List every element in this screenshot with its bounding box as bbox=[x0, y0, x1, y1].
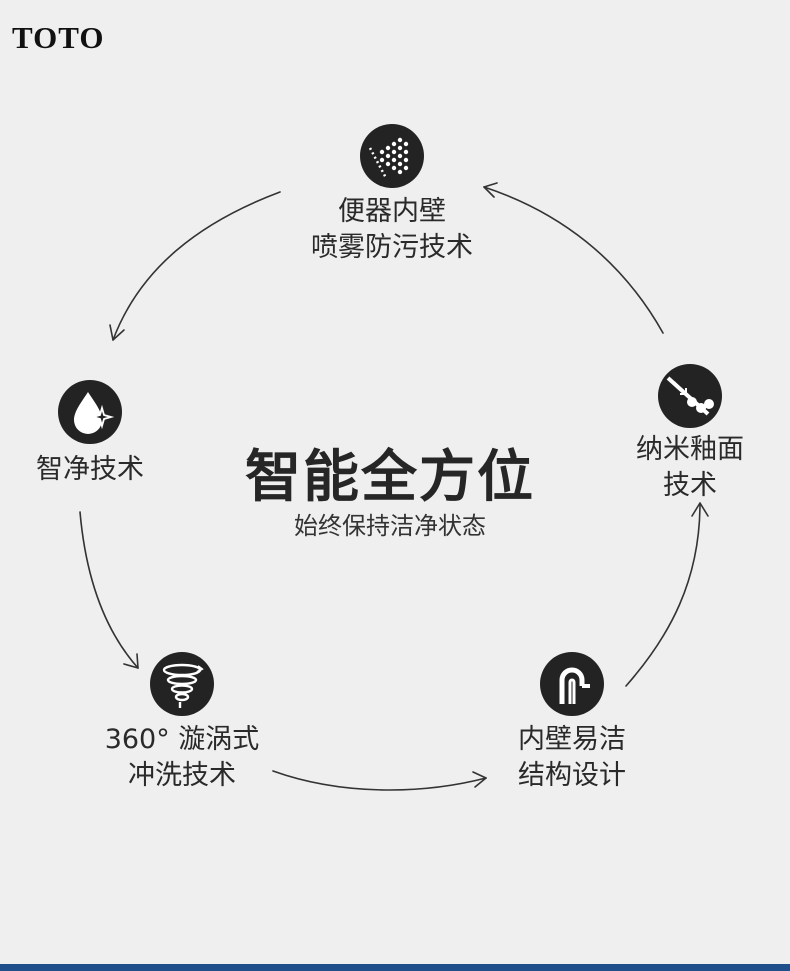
arrow-bottomright-to-right bbox=[625, 502, 701, 687]
feature-line1: 智净技术 bbox=[36, 454, 144, 485]
feature-smart-clean: 智净技术 bbox=[10, 380, 170, 488]
feature-line1: 内壁易洁 bbox=[518, 724, 626, 755]
glaze-particles-icon bbox=[658, 364, 722, 428]
siphon-pipe-icon bbox=[540, 652, 604, 716]
feature-line1: 纳米釉面 bbox=[636, 434, 744, 465]
feature-line2: 结构设计 bbox=[518, 760, 626, 791]
arrow-top-to-left bbox=[112, 191, 281, 341]
center-title: 智能全方位 bbox=[245, 445, 535, 510]
arrow-left-to-bottomleft bbox=[79, 511, 139, 669]
water-drop-sparkle-icon bbox=[58, 380, 122, 444]
brand-logo: TOTO bbox=[12, 20, 105, 55]
feature-nano-glaze: 纳米釉面 技术 bbox=[610, 364, 770, 504]
spray-shower-icon bbox=[360, 124, 424, 188]
feature-spray-antifouling: 便器内壁 喷雾防污技术 bbox=[262, 124, 522, 266]
arrow-right-to-top bbox=[483, 186, 664, 334]
swirl-flush-icon bbox=[150, 652, 214, 716]
feature-easy-clean-structure: 内壁易洁 结构设计 bbox=[482, 652, 662, 794]
center-subtitle: 始终保持洁净状态 bbox=[294, 512, 486, 540]
feature-line1: 便器内壁 bbox=[338, 196, 446, 227]
feature-swirl-flush: 360° 漩涡式 冲洗技术 bbox=[72, 652, 292, 794]
bottom-bar bbox=[0, 964, 790, 971]
feature-line1: 360° 漩涡式 bbox=[104, 724, 260, 755]
feature-line2: 技术 bbox=[663, 470, 717, 501]
feature-line2: 喷雾防污技术 bbox=[311, 232, 473, 263]
feature-line2: 冲洗技术 bbox=[128, 760, 236, 791]
arrow-bottomleft-to-bottomright bbox=[272, 770, 487, 791]
